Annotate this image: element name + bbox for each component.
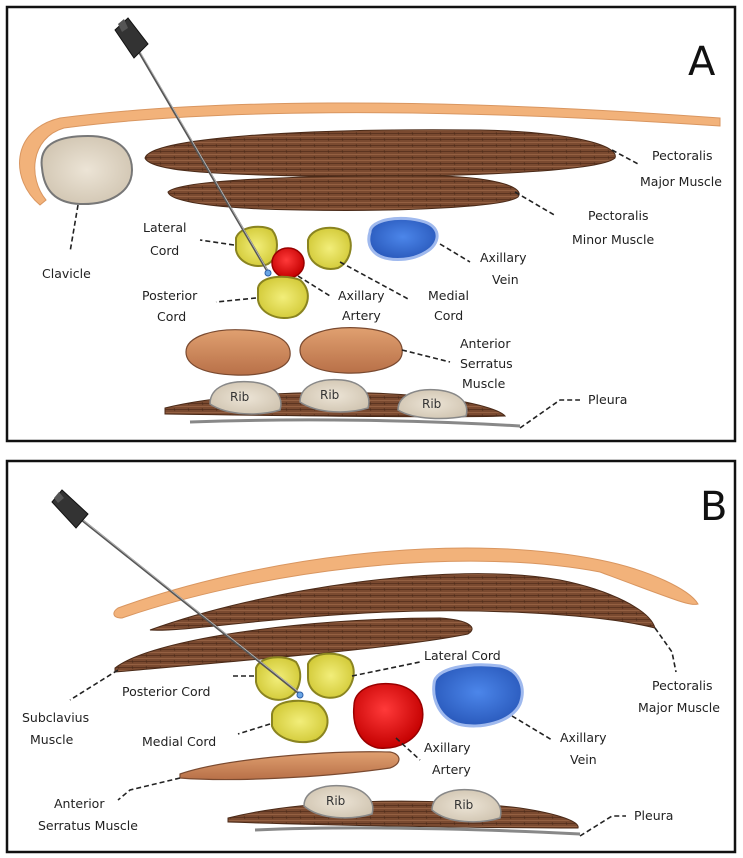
label-clavicle: Clavicle: [42, 266, 91, 281]
label-medial-cord-b: Medial Cord: [142, 734, 216, 749]
axillary-vein-b: [434, 665, 523, 726]
panel-b-letter: B: [700, 484, 727, 530]
label-posterior-cord-b: Posterior Cord: [122, 684, 210, 699]
rib-a-2-label: Rib: [320, 388, 339, 402]
anterior-serratus-left: [186, 330, 290, 375]
panel-a-frame: [7, 7, 735, 441]
label-axillary-artery-a-2: Artery: [342, 308, 381, 323]
rib-a-3-label: Rib: [422, 397, 441, 411]
label-axillary-vein-b-1: Axillary: [560, 730, 607, 745]
label-pectoralis-major-a-1: Pectoralis: [652, 148, 712, 163]
label-axillary-artery-a-1: Axillary: [338, 288, 385, 303]
label-axillary-vein-a-1: Axillary: [480, 250, 527, 265]
medial-cord-b: [272, 701, 328, 742]
rib-b-2-label: Rib: [454, 798, 473, 812]
label-posterior-cord-a-1: Posterior: [142, 288, 198, 303]
label-pectoralis-minor-a-2: Minor Muscle: [572, 232, 655, 247]
label-serratus-b-1: Anterior: [54, 796, 105, 811]
label-serratus-a-1: Anterior: [460, 336, 511, 351]
anterior-serratus-right: [300, 328, 402, 373]
axillary-artery-b: [354, 684, 423, 749]
clavicle-bone: [42, 136, 132, 204]
medial-cord: [308, 228, 351, 269]
label-axillary-vein-b-2: Vein: [570, 752, 597, 767]
lateral-cord: [236, 227, 277, 266]
label-pectoralis-major-a-2: Major Muscle: [640, 174, 722, 189]
rib-b-1-label: Rib: [326, 794, 345, 808]
label-serratus-b-2: Serratus Muscle: [38, 818, 138, 833]
axillary-artery: [272, 248, 304, 278]
panel-a: A Rib Rib Rib: [7, 7, 735, 441]
label-axillary-artery-b-1: Axillary: [424, 740, 471, 755]
rib-a-1-label: Rib: [230, 390, 249, 404]
label-posterior-cord-a-2: Cord: [157, 309, 186, 324]
label-pectoralis-major-b-2: Major Muscle: [638, 700, 720, 715]
label-axillary-vein-a-2: Vein: [492, 272, 519, 287]
label-pleura-a: Pleura: [588, 392, 627, 407]
label-subclavius-1: Subclavius: [22, 710, 89, 725]
label-lateral-cord-a-1: Lateral: [143, 220, 187, 235]
label-axillary-artery-b-2: Artery: [432, 762, 471, 777]
label-medial-cord-a-2: Cord: [434, 308, 463, 323]
panel-b: B Rib Rib: [7, 461, 735, 852]
posterior-cord: [258, 277, 308, 318]
label-lateral-cord-a-2: Cord: [150, 243, 179, 258]
panel-a-letter: A: [688, 39, 716, 85]
label-lateral-cord-b: Lateral Cord: [424, 648, 501, 663]
panel-b-frame: [7, 461, 735, 852]
label-pectoralis-minor-a-1: Pectoralis: [588, 208, 648, 223]
label-medial-cord-a-1: Medial: [428, 288, 469, 303]
label-subclavius-2: Muscle: [30, 732, 74, 747]
lateral-cord-b: [308, 654, 354, 698]
label-serratus-a-3: Muscle: [462, 376, 506, 391]
label-pectoralis-major-b-1: Pectoralis: [652, 678, 712, 693]
label-serratus-a-2: Serratus: [460, 356, 513, 371]
label-pleura-b: Pleura: [634, 808, 673, 823]
